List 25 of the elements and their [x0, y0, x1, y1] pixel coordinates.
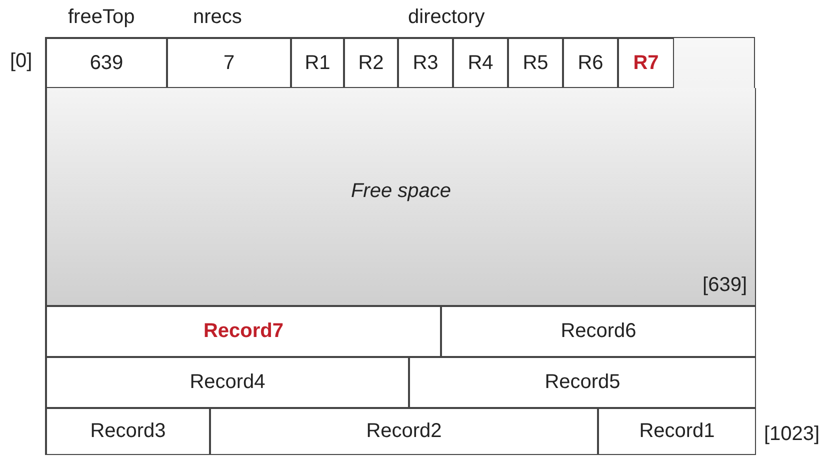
slot-cell: R5 — [508, 38, 563, 88]
record-cell: Record3 — [46, 408, 210, 455]
field-cell: 7 — [167, 38, 291, 88]
record-cell: Record1 — [598, 408, 756, 455]
record-cell: Record4 — [46, 357, 409, 408]
slot-cell: R7 — [618, 38, 674, 88]
field-name: directory — [408, 6, 485, 29]
page-outline — [45, 37, 755, 455]
record-cell: Record2 — [210, 408, 598, 455]
slot-cell: R2 — [344, 38, 398, 88]
offset-label: [0] — [10, 50, 32, 73]
slot-cell: R6 — [563, 38, 618, 88]
field-name: freeTop — [68, 6, 135, 29]
slot-cell: R3 — [398, 38, 453, 88]
offset-label: [1023] — [764, 423, 820, 446]
field-name: nrecs — [193, 6, 242, 29]
record-cell: Record5 — [409, 357, 756, 408]
slot-cell: R4 — [453, 38, 508, 88]
area-label: Free space — [350, 180, 452, 203]
record-cell: Record7 — [46, 306, 441, 357]
record-cell: Record6 — [441, 306, 756, 357]
offset-label: [639] — [702, 274, 747, 297]
free-space-area — [46, 88, 756, 306]
field-cell: 639 — [46, 38, 167, 88]
slot-cell: R1 — [291, 38, 344, 88]
